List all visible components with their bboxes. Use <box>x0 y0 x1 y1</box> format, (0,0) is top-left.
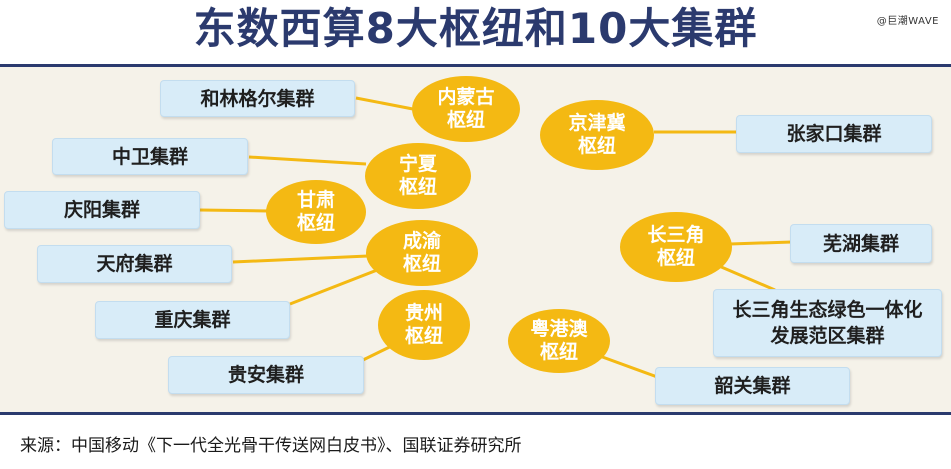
bottom-divider <box>0 412 951 415</box>
hub-name: 甘肃 <box>296 189 335 211</box>
hub-name: 贵州 <box>404 302 443 324</box>
hub-jingjinji: 京津冀 枢纽 <box>540 100 654 170</box>
hub-suffix: 枢纽 <box>402 253 441 275</box>
hub-name: 成渝 <box>402 230 441 252</box>
cluster-zhangjiakou: 张家口集群 <box>736 115 932 153</box>
cluster-zhongwei: 中卫集群 <box>52 138 248 175</box>
connector-yuegangao-shaoguan <box>596 353 661 380</box>
cluster-guian: 贵安集群 <box>168 356 364 394</box>
hub-suffix: 枢纽 <box>656 247 695 269</box>
watermark: @巨潮WAVE <box>876 16 939 27</box>
hub-gansu: 甘肃 枢纽 <box>266 180 366 244</box>
cluster-qingyang: 庆阳集群 <box>4 191 200 229</box>
cluster-label: 贵安集群 <box>227 364 304 386</box>
hub-guizhou: 贵州 枢纽 <box>378 290 470 360</box>
connector-chengyu-tianfu <box>232 254 369 264</box>
hub-suffix: 枢纽 <box>296 212 335 234</box>
cluster-changsanjiao-ecogreen: 长三角生态绿色一体化发展范区集群 <box>713 289 942 357</box>
hub-suffix: 枢纽 <box>404 325 443 347</box>
hub-name: 粤港澳 <box>530 318 588 340</box>
cluster-chongqing: 重庆集群 <box>95 301 290 339</box>
cluster-label: 韶关集群 <box>714 375 791 397</box>
cluster-label: 重庆集群 <box>154 309 231 331</box>
hub-suffix: 枢纽 <box>539 341 578 363</box>
connector-changsanjiao-wuhu <box>729 240 793 246</box>
cluster-label: 庆阳集群 <box>63 199 140 221</box>
top-divider <box>0 64 951 67</box>
connector-neimenggu-helingeer <box>355 96 419 112</box>
hub-changsanjiao: 长三角 枢纽 <box>620 212 732 282</box>
cluster-label: 芜湖集群 <box>822 232 899 255</box>
hub-yuegangao: 粤港澳 枢纽 <box>508 309 610 373</box>
source-note: 来源：中国移动《下一代全光骨干传送网白皮书》、国联证券研究所 <box>20 436 522 456</box>
connector-ningxia-zhongwei <box>248 155 367 166</box>
cluster-label: 中卫集群 <box>111 145 188 168</box>
cluster-label: 长三角生态绿色一体化发展范区集群 <box>732 299 923 347</box>
connector-changsanjiao-ecogreen <box>711 261 776 292</box>
hub-suffix: 枢纽 <box>398 176 437 198</box>
cluster-label: 天府集群 <box>96 253 173 275</box>
connector-gansu-qingyang <box>199 208 269 213</box>
hub-suffix: 枢纽 <box>446 109 485 131</box>
hub-name: 长三角 <box>647 224 705 246</box>
hub-suffix: 枢纽 <box>577 135 616 157</box>
cluster-helingeer: 和林格尔集群 <box>160 80 355 117</box>
hub-name: 宁夏 <box>398 153 437 175</box>
hub-name: 京津冀 <box>568 112 626 134</box>
hub-chengyu: 成渝 枢纽 <box>366 220 478 286</box>
cluster-label: 和林格尔集群 <box>200 87 315 110</box>
cluster-wuhu: 芜湖集群 <box>790 224 932 263</box>
hub-ningxia: 宁夏 枢纽 <box>365 143 471 209</box>
connector-chengyu-chongqing <box>289 265 386 306</box>
hub-name: 内蒙古 <box>437 86 495 108</box>
cluster-shaoguan: 韶关集群 <box>655 367 850 405</box>
cluster-label: 张家口集群 <box>786 123 882 145</box>
hub-neimenggu: 内蒙古 枢纽 <box>412 76 520 142</box>
cluster-tianfu: 天府集群 <box>37 245 232 283</box>
page-title: 东数西算8大枢纽和10大集群 <box>193 4 758 53</box>
